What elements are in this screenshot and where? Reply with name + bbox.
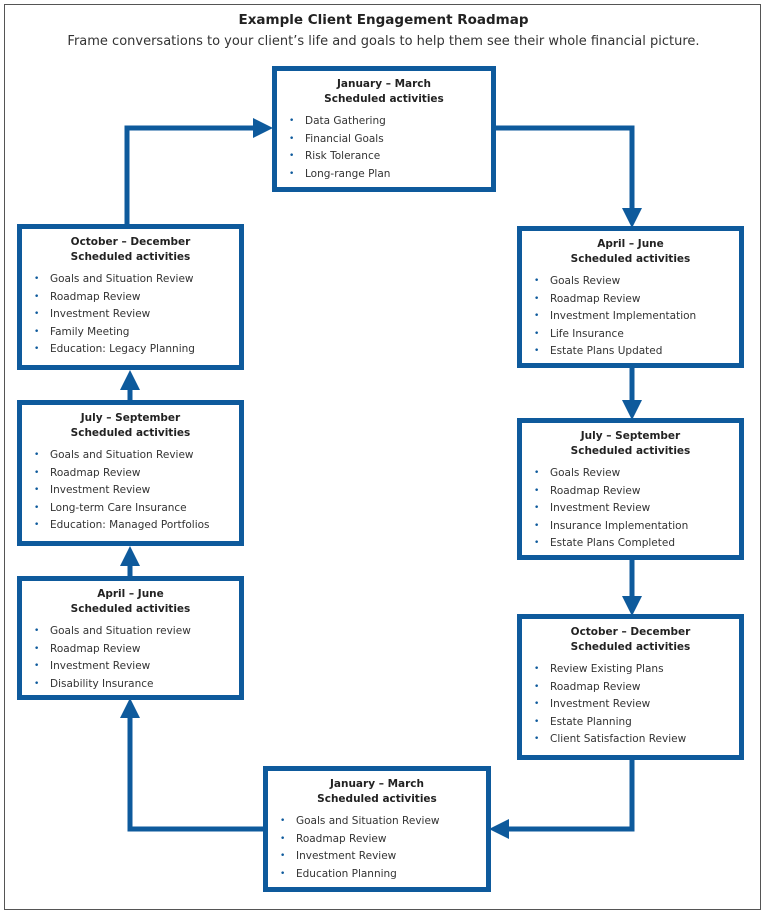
- activity-item: Investment Implementation: [532, 308, 729, 326]
- diagram-subtitle: Frame conversations to your client’s lif…: [67, 34, 700, 49]
- activity-item: Family Meeting: [32, 324, 229, 342]
- activity-item: Roadmap Review: [532, 483, 729, 501]
- activity-item: Long-range Plan: [287, 166, 481, 184]
- activity-item: Investment Review: [278, 848, 476, 866]
- stage-label: Scheduled activities: [317, 793, 437, 805]
- activity-item: Goals and Situation Review: [278, 813, 476, 831]
- activity-list: Goals and Situation Review Roadmap Revie…: [278, 813, 476, 883]
- activity-list: Review Existing Plans Roadmap Review Inv…: [532, 661, 729, 749]
- stage-box-y1-q4: October – December Scheduled activities …: [517, 614, 744, 760]
- stage-period: July – September: [80, 412, 181, 424]
- activity-item: Estate Plans Completed: [532, 535, 729, 553]
- stage-box-y1-q3: July – September Scheduled activities Go…: [517, 418, 744, 560]
- stage-label: Scheduled activities: [70, 603, 191, 615]
- activity-item: Review Existing Plans: [532, 661, 729, 679]
- stage-box-y2-q4: October – December Scheduled activities …: [17, 224, 244, 370]
- activity-item: Investment Review: [532, 696, 729, 714]
- activity-item: Investment Review: [32, 306, 229, 324]
- activity-item: Roadmap Review: [532, 291, 729, 309]
- stage-label: Scheduled activities: [70, 251, 191, 263]
- arrow-y1q1-to-y1q2: [496, 125, 642, 228]
- activity-item: Risk Tolerance: [287, 148, 481, 166]
- stage-period: January – March: [336, 78, 432, 90]
- stage-period: April – June: [597, 238, 664, 250]
- arrow-y2q4-to-y1q1: [124, 118, 273, 226]
- activity-item: Goals and Situation review: [32, 623, 229, 641]
- stage-box-y2-q1: January – March Scheduled activities Goa…: [263, 766, 491, 892]
- arrow-y2q1-to-y2q2: [120, 698, 264, 832]
- stage-label: Scheduled activities: [570, 445, 691, 457]
- stage-box-y2-q3: July – September Scheduled activities Go…: [17, 400, 244, 546]
- activity-item: Roadmap Review: [32, 465, 229, 483]
- stage-period: October – December: [570, 626, 691, 638]
- activity-item: Roadmap Review: [32, 289, 229, 307]
- activity-item: Education Planning: [278, 866, 476, 884]
- activity-item: Disability Insurance: [32, 676, 229, 694]
- activity-list: Data Gathering Financial Goals Risk Tole…: [287, 113, 481, 183]
- activity-item: Education: Legacy Planning: [32, 341, 229, 359]
- activity-item: Life Insurance: [532, 326, 729, 344]
- stage-period: October – December: [70, 236, 191, 248]
- activity-item: Education: Managed Portfolios: [32, 517, 229, 535]
- activity-item: Goals Review: [532, 465, 729, 483]
- activity-item: Financial Goals: [287, 131, 481, 149]
- activity-list: Goals and Situation review Roadmap Revie…: [32, 623, 229, 693]
- stage-period: July – September: [580, 430, 681, 442]
- activity-list: Goals Review Roadmap Review Investment I…: [532, 273, 729, 361]
- activity-item: Insurance Implementation: [532, 518, 729, 536]
- diagram-title: Example Client Engagement Roadmap: [238, 12, 529, 28]
- activity-item: Goals and Situation Review: [32, 271, 229, 289]
- activity-item: Investment Review: [32, 482, 229, 500]
- activity-item: Roadmap Review: [32, 641, 229, 659]
- stage-period: January – March: [329, 778, 425, 790]
- stage-box-y2-q2: April – June Scheduled activities Goals …: [17, 576, 244, 700]
- activity-item: Goals Review: [532, 273, 729, 291]
- activity-item: Roadmap Review: [532, 679, 729, 697]
- activity-item: Investment Review: [32, 658, 229, 676]
- stage-box-y1-q2: April – June Scheduled activities Goals …: [517, 226, 744, 368]
- stage-box-y1-q1: January – March Scheduled activities Dat…: [272, 66, 496, 192]
- activity-list: Goals Review Roadmap Review Investment R…: [532, 465, 729, 553]
- activity-item: Goals and Situation Review: [32, 447, 229, 465]
- stage-label: Scheduled activities: [324, 93, 444, 105]
- activity-item: Estate Plans Updated: [532, 343, 729, 361]
- activity-item: Investment Review: [532, 500, 729, 518]
- activity-item: Estate Planning: [532, 714, 729, 732]
- activity-item: Client Satisfaction Review: [532, 731, 729, 749]
- stage-label: Scheduled activities: [570, 253, 691, 265]
- activity-list: Goals and Situation Review Roadmap Revie…: [32, 447, 229, 535]
- diagram-frame: [4, 4, 761, 910]
- activity-list: Goals and Situation Review Roadmap Revie…: [32, 271, 229, 359]
- stage-period: April – June: [97, 588, 164, 600]
- stage-label: Scheduled activities: [70, 427, 191, 439]
- activity-item: Long-term Care Insurance: [32, 500, 229, 518]
- stage-label: Scheduled activities: [570, 641, 691, 653]
- activity-item: Roadmap Review: [278, 831, 476, 849]
- activity-item: Data Gathering: [287, 113, 481, 131]
- arrow-y1q4-to-y2q1: [489, 759, 635, 839]
